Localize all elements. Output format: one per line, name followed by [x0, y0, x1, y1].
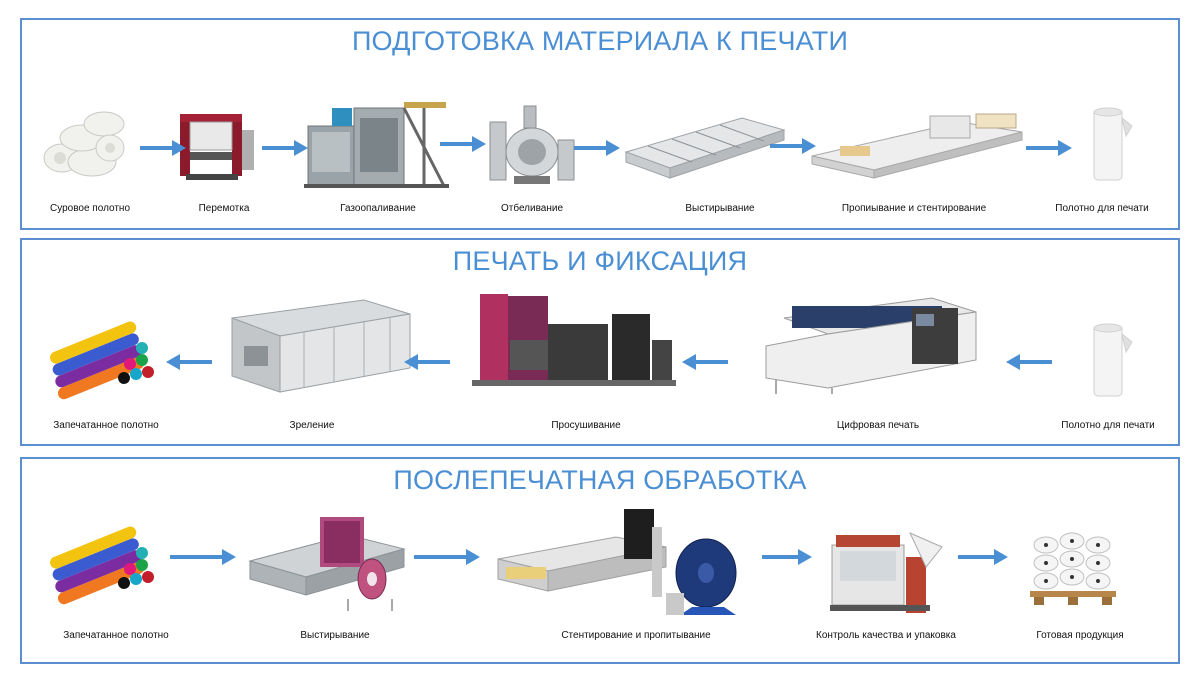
- step-label: Просушивание: [551, 420, 621, 431]
- arrow-right-icon: [440, 136, 486, 152]
- inspection-machine-icon: [830, 532, 943, 613]
- rewinding-machine-icon: [180, 114, 254, 180]
- arrow-left-icon: [682, 354, 728, 370]
- arrow-left-icon: [1006, 354, 1052, 370]
- arrow-right-icon: [170, 549, 236, 565]
- white-fabric-roll-icon: [1093, 107, 1133, 181]
- arrow-right-icon: [414, 549, 480, 565]
- white-fabric-roll-icon: [1093, 323, 1133, 397]
- section-material-preparation: ПОДГОТОВКА МАТЕРИАЛА К ПЕЧАТИ Суровое по…: [20, 18, 1180, 230]
- arrow-left-icon: [404, 354, 450, 370]
- colored-rolls-icon: [50, 526, 154, 605]
- dryer-machine-icon: [472, 294, 676, 386]
- section-post-print-processing: ПОСЛЕПЕЧАТНАЯ ОБРАБОТКА Запечатанное пол…: [20, 457, 1180, 664]
- pallet-rolls-icon: [1030, 532, 1116, 605]
- step-label: Полотно для печати: [1055, 203, 1149, 214]
- arrow-right-icon: [762, 549, 812, 565]
- arrow-right-icon: [262, 140, 308, 156]
- step-label: Запечатанное полотно: [63, 630, 169, 641]
- stenter-line-icon: [811, 113, 1023, 179]
- washing-line-icon: [624, 117, 786, 179]
- step-label: Контроль качества и упаковка: [816, 630, 956, 641]
- arrow-right-icon: [770, 138, 816, 154]
- step-label: Полотно для печати: [1061, 420, 1155, 431]
- steamer-machine-icon: [231, 299, 411, 393]
- section-printing-fixation: ПЕЧАТЬ И ФИКСАЦИЯ Запечатанное полотно: [20, 238, 1180, 446]
- step-label: Выстирывание: [300, 630, 370, 641]
- step-label: Отбеливание: [500, 203, 564, 214]
- bleaching-tank-icon: [489, 105, 575, 184]
- singeing-machine-icon: [304, 102, 449, 188]
- arrow-right-icon: [140, 140, 186, 156]
- step-label: Готовая продукция: [1036, 630, 1124, 641]
- step-label: Запечатанное полотно: [53, 420, 159, 431]
- step-label: Зреление: [289, 420, 335, 431]
- step-label: Газоопаливание: [340, 203, 416, 214]
- step-label: Перемотка: [198, 203, 250, 214]
- stenter-line-icon: [497, 509, 737, 615]
- arrow-right-icon: [958, 549, 1008, 565]
- fabric-rolls-icon: [43, 111, 125, 177]
- section-title: ПОДГОТОВКА МАТЕРИАЛА К ПЕЧАТИ: [351, 26, 849, 56]
- arrow-right-icon: [1026, 140, 1072, 156]
- step-label: Цифровая печать: [836, 420, 920, 431]
- section-title: ПОСЛЕПЕЧАТНАЯ ОБРАБОТКА: [393, 465, 807, 495]
- colored-rolls-icon: [50, 321, 154, 400]
- step-label: Пропиывание и стентирование: [841, 203, 987, 214]
- arrow-left-icon: [166, 354, 212, 370]
- step-label: Суровое полотно: [49, 203, 131, 214]
- step-label: Выстирывание: [685, 203, 755, 214]
- step-label: Стентирование и пропитывание: [561, 630, 711, 641]
- section-title: ПЕЧАТЬ И ФИКСАЦИЯ: [452, 246, 748, 276]
- digital-printer-icon: [765, 297, 977, 394]
- washing-machine-icon: [248, 517, 406, 611]
- arrow-right-icon: [574, 140, 620, 156]
